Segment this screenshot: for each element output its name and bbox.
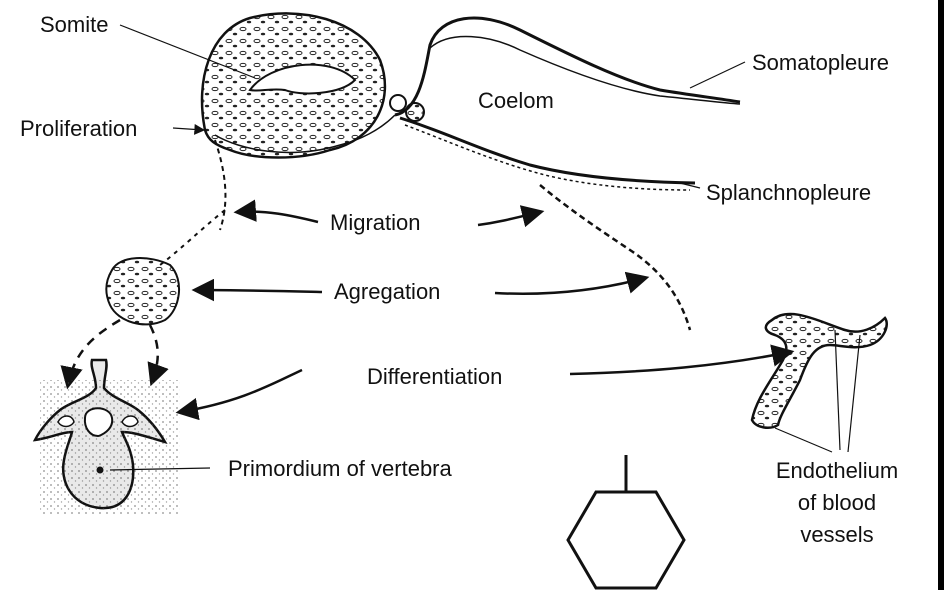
label-endothelium-line2: of blood — [762, 492, 912, 514]
somatopleure-pointer — [690, 62, 745, 88]
somite-structure — [202, 13, 395, 157]
differentiation-arrow-left — [180, 370, 302, 412]
coelom-structure — [390, 18, 740, 190]
label-endothelium-line3: vessels — [762, 524, 912, 546]
endothelium-pointer-3 — [775, 428, 832, 452]
dashed-arrow-right — [150, 325, 158, 382]
differentiation-arrow-right — [570, 352, 790, 374]
sclerotome-stream — [160, 210, 225, 265]
label-somatopleure: Somatopleure — [752, 52, 889, 74]
hexagon-shape — [568, 455, 684, 588]
label-agregation: Agregation — [334, 281, 440, 303]
label-splanchnopleure: Splanchnopleure — [706, 182, 871, 204]
blood-vessel-shape — [752, 314, 887, 428]
proliferation-pointer — [173, 128, 203, 130]
label-proliferation: Proliferation — [20, 118, 137, 140]
label-differentiation: Differentiation — [367, 366, 502, 388]
splanchnic-stream — [540, 185, 690, 330]
label-somite: Somite — [40, 14, 108, 36]
migration-arrow-left — [238, 212, 318, 222]
aggregation-arrow-right — [495, 278, 645, 294]
aggregation-arrow-left — [196, 290, 322, 292]
label-coelom: Coelom — [478, 90, 554, 112]
endothelium-pointer-1 — [835, 330, 840, 450]
label-migration: Migration — [330, 212, 420, 234]
label-primordium: Primordium of vertebra — [228, 458, 452, 480]
migration-arrow-right — [478, 212, 540, 225]
cell-aggregate — [106, 258, 179, 324]
label-endothelium-line1: Endothelium — [762, 460, 912, 482]
vertebra-shape — [35, 360, 180, 515]
endothelium-pointer-2 — [848, 335, 860, 452]
